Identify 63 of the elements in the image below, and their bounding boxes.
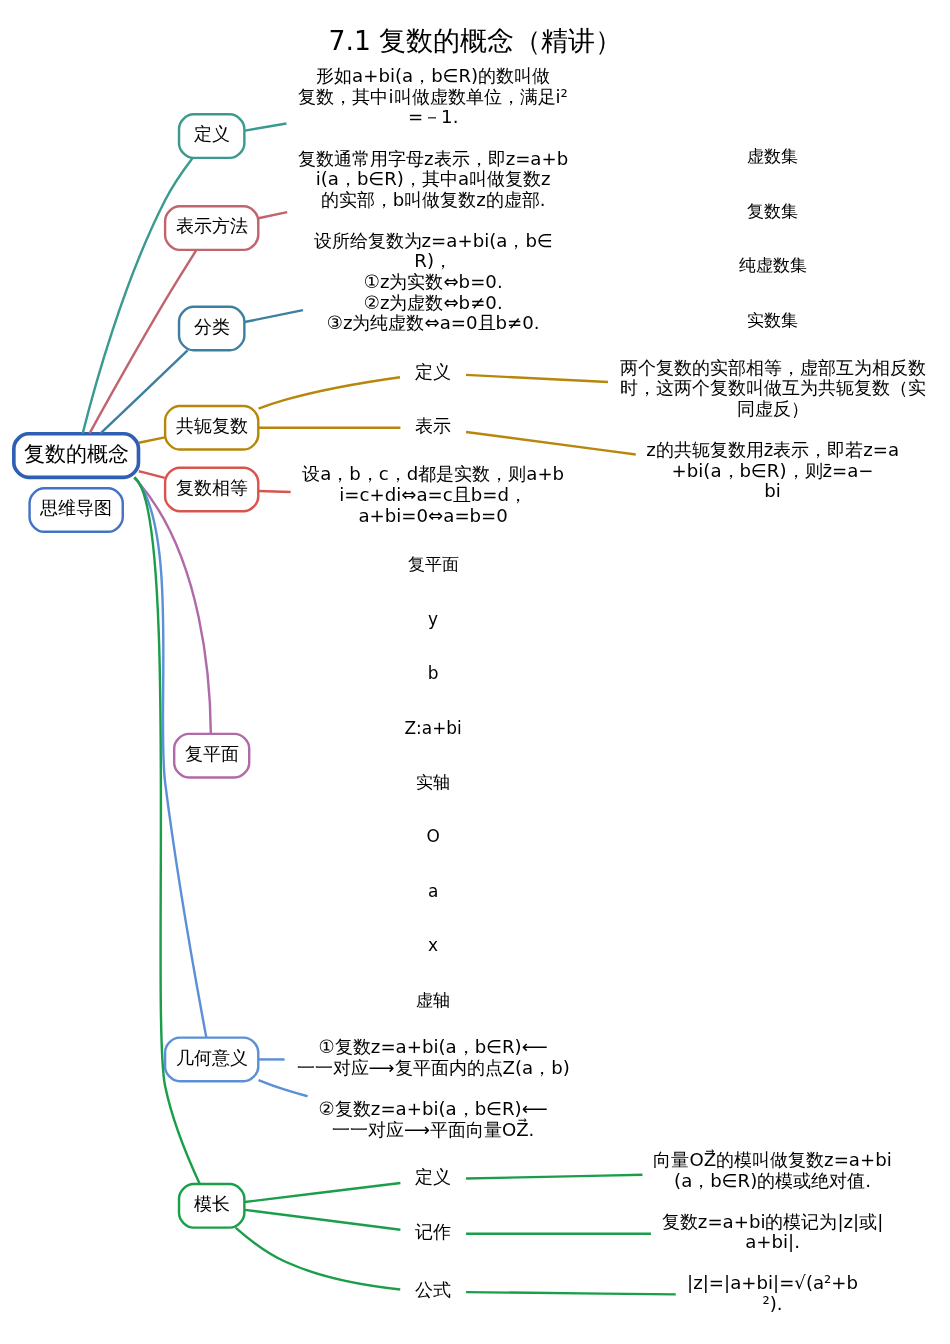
node-text: 设a，b，c，d都是实数，则a+bi=c+di⇔a=c且b=d， a+bi=0⇔a=b=0 [301, 462, 564, 526]
node-box: 定义 [177, 112, 246, 159]
node-box: 分类 [177, 305, 246, 351]
connector [465, 1232, 651, 1235]
label: 复平面 [407, 553, 459, 574]
node-box: 模长 [177, 1182, 246, 1229]
node-text: 记作 [414, 1220, 451, 1242]
node-text: |z|=|a+bi|=√(a²+b²). [686, 1271, 858, 1314]
connector [257, 1057, 285, 1061]
node-text: 定义 [414, 1165, 451, 1187]
connector [465, 1290, 676, 1296]
connector [257, 489, 291, 493]
connector [244, 121, 287, 132]
connector [257, 426, 400, 429]
label: 纯虚数集 [738, 254, 807, 275]
connector [257, 210, 287, 219]
connector [99, 349, 188, 434]
label: b [427, 662, 439, 683]
connector [244, 1208, 401, 1231]
connector [88, 249, 197, 434]
connector [465, 373, 608, 383]
label: Z:a+bi [403, 717, 462, 738]
connector [138, 435, 165, 444]
connector [234, 1226, 400, 1291]
connector [257, 375, 400, 410]
node-text: 复数通常用字母z表示，即z=a+bi(a，b∈R)，其中a叫做复数z的实部，b叫做复数z的虚部. [297, 147, 568, 210]
node-text: 形如a+bi(a，b∈R)的数叫做复数，其中i叫做虚数单位，满足i²=－1. [297, 64, 568, 127]
node-text: 定义 [414, 360, 451, 382]
node-box: 复平面 [172, 732, 250, 779]
label: a [427, 880, 438, 901]
connector [465, 1173, 642, 1180]
connector [132, 476, 212, 734]
connector [133, 476, 201, 1184]
label: 实数集 [746, 309, 798, 330]
connector [244, 308, 303, 323]
label: x [427, 934, 438, 955]
connector [244, 1181, 401, 1203]
node-box: 思维导图 [27, 486, 124, 533]
node-box: 几何意义 [163, 1035, 259, 1082]
label: 虚轴 [415, 989, 450, 1010]
label: y [427, 608, 438, 629]
connector [81, 157, 193, 434]
connector [465, 430, 636, 456]
label: 虚数集 [746, 145, 798, 166]
node-text: ②复数z=a+bi(a，b∈R)⟵一一对应⟶平面向量OZ⃗. [318, 1097, 548, 1140]
diagram-title: 7.1 复数的概念（精讲） [328, 24, 622, 56]
label: O [425, 825, 440, 846]
label: 实轴 [415, 771, 450, 792]
connector [257, 1078, 308, 1097]
node-text: 公式 [414, 1278, 451, 1300]
node-text: 设所给复数为z=a+bi(a，b∈R)， ①z为实数⇔b=0. ②z为虚数⇔b≠0. ③z为纯虚数⇔a=0且b≠0. [313, 229, 553, 333]
node-text: 复数z=a+bi的模记为|z|或|a+bi|. [661, 1210, 883, 1252]
node-text: 向量OZ⃗的模叫做复数z=a+bi(a，b∈R)的模或绝对值. [652, 1148, 892, 1190]
node-text: 表示 [414, 414, 451, 436]
node-text: z的共轭复数用z̄表示，即若z=a+bi(a，b∈R)，则z̄=a−bi [645, 438, 899, 501]
label: 复数集 [746, 200, 798, 221]
node-box: 共轭复数 [163, 404, 259, 451]
node-box: 复数相等 [163, 466, 259, 512]
connector [138, 469, 165, 479]
node-box: 复数的概念 [11, 431, 140, 479]
node-box: 表示方法 [163, 204, 259, 251]
node-text: 两个复数的实部相等，虚部互为相反数时，这两个复数叫做互为共轭复数（实同虚反） [619, 356, 926, 419]
node-text: ①复数z=a+bi(a，b∈R)⟵一一对应⟶复平面内的点Z(a，b) [296, 1035, 570, 1078]
